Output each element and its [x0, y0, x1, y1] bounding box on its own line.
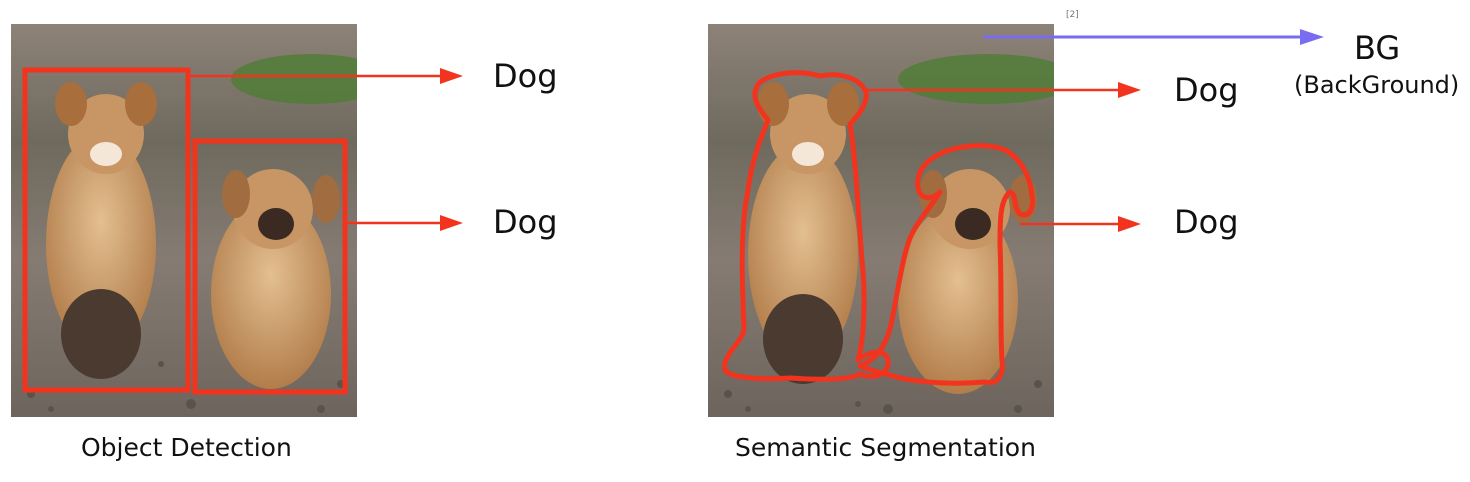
- label-dog-segmentation-2: Dog: [1174, 203, 1239, 241]
- arrowhead-background: [1300, 29, 1324, 45]
- bounding-box-dog-2: [192, 138, 348, 395]
- label-dog-segmentation-1: Dog: [1174, 71, 1239, 109]
- label-dog-detection-1: Dog: [493, 57, 558, 95]
- label-background-sub: (BackGround): [1294, 71, 1460, 99]
- bounding-box-dog-1: [22, 67, 191, 393]
- arrowhead-dog-1: [440, 68, 463, 84]
- arrowhead-seg-dog-1: [1118, 82, 1141, 98]
- label-dog-detection-2: Dog: [493, 203, 558, 241]
- label-bg: BG: [1354, 29, 1401, 67]
- arrowhead-seg-dog-2: [1118, 216, 1141, 232]
- arrowhead-dog-2: [440, 215, 463, 231]
- segmentation-outline-dog-1: [722, 70, 891, 382]
- caption-object-detection: Object Detection: [81, 433, 292, 462]
- detection-photo: [11, 24, 357, 417]
- footnote-reference: [2]: [1066, 10, 1079, 20]
- segmentation-outline-dog-2: [857, 143, 1035, 386]
- caption-semantic-segmentation: Semantic Segmentation: [735, 433, 1036, 462]
